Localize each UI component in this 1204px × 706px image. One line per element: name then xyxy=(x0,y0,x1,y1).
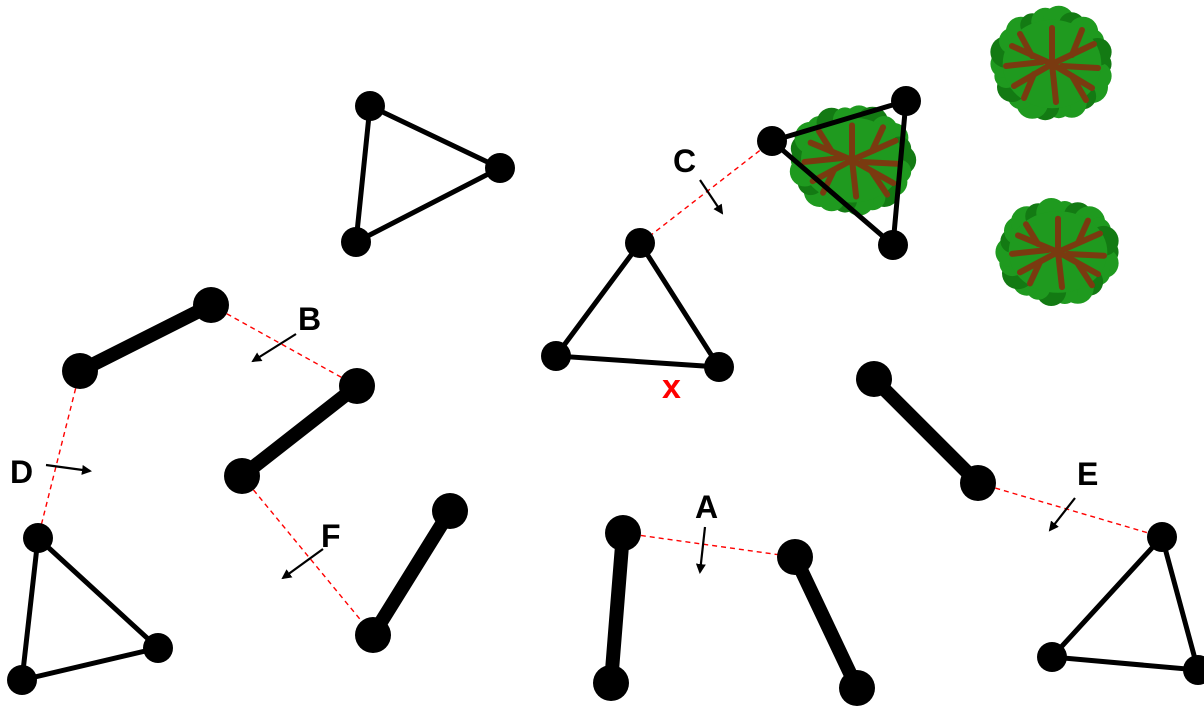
joint-dot xyxy=(704,352,734,382)
joint-dot xyxy=(1147,522,1177,552)
joint-dot xyxy=(355,617,391,653)
link-lines xyxy=(38,141,1162,635)
joint-dot xyxy=(1183,655,1204,685)
joint-dot xyxy=(23,523,53,553)
tree-icon xyxy=(995,198,1118,306)
arrow-e-icon xyxy=(1050,498,1075,530)
joint-dot xyxy=(485,153,515,183)
arrow-c-icon xyxy=(700,180,722,213)
joint-dot xyxy=(224,458,260,494)
rod-a-left xyxy=(611,533,623,683)
joint-dot xyxy=(593,665,629,701)
label-e: E xyxy=(1077,456,1098,492)
arrow-f-icon xyxy=(283,549,323,578)
joint-dot xyxy=(193,287,229,323)
arrows xyxy=(46,180,1075,578)
triangle-bottom-left xyxy=(22,538,158,680)
triangle-center xyxy=(556,243,719,367)
link-line-b xyxy=(211,305,357,386)
rod-b-right xyxy=(242,386,357,476)
triangle-bottom-right xyxy=(1052,537,1198,670)
rod-a-right xyxy=(795,557,857,688)
joint-dot xyxy=(341,227,371,257)
tree-icon xyxy=(990,6,1111,120)
joint-dot xyxy=(777,539,813,575)
rod-b-left xyxy=(80,305,211,371)
arrow-b-icon xyxy=(253,334,296,361)
joint-dot xyxy=(960,465,996,501)
label-a: A xyxy=(695,489,718,525)
joint-dot xyxy=(541,341,571,371)
joint-dot xyxy=(355,91,385,121)
link-line-e xyxy=(978,483,1162,537)
joint-dot xyxy=(7,665,37,695)
joint-dot xyxy=(625,228,655,258)
joint-dot xyxy=(856,361,892,397)
link-line-a xyxy=(623,533,795,557)
joint-dot xyxy=(891,86,921,116)
arrow-d-icon xyxy=(46,465,90,471)
joint-dot xyxy=(143,633,173,663)
link-line-f xyxy=(242,476,373,635)
label-d: D xyxy=(10,454,33,490)
joint-dot xyxy=(432,493,468,529)
label-f: F xyxy=(321,518,341,554)
rod-e xyxy=(874,379,978,483)
joint-dot xyxy=(839,670,875,706)
joint-dot xyxy=(878,230,908,260)
arrow-a-icon xyxy=(700,527,705,572)
joint-dot xyxy=(62,353,98,389)
joint-dot xyxy=(339,368,375,404)
rods xyxy=(80,305,978,688)
joint-dot xyxy=(605,515,641,551)
label-c: C xyxy=(673,143,696,179)
triangle-top-left xyxy=(356,106,500,242)
label-b: B xyxy=(298,301,321,337)
joint-dot xyxy=(757,126,787,156)
joints xyxy=(7,86,1204,706)
trees xyxy=(790,6,1119,306)
rod-f-right xyxy=(373,511,450,635)
joint-dot xyxy=(1037,642,1067,672)
constraint-marker: x xyxy=(662,368,681,406)
link-line-d xyxy=(38,371,80,538)
